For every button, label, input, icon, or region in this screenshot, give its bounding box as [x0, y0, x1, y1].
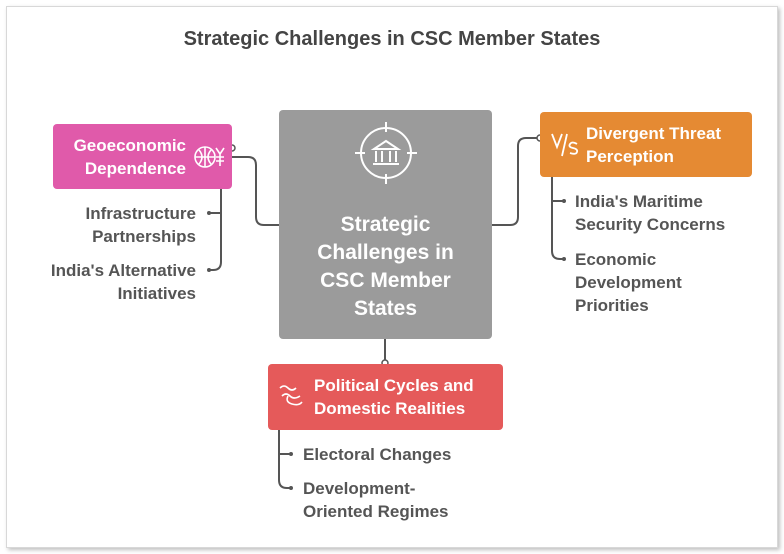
winding-path-icon	[279, 385, 303, 406]
versus-icon	[551, 133, 579, 157]
diagram-title: Strategic Challenges in CSC Member State…	[183, 28, 601, 50]
branch-geoeconomic-dependence: Geoeconomic Dependence	[53, 124, 232, 189]
left-item-lines	[209, 189, 222, 271]
center-label-line: Strategic	[340, 213, 431, 236]
center-label-line: Challenges in	[317, 241, 454, 264]
branch-label: Political Cycles and	[314, 376, 474, 395]
branch-political-cycles: Political Cycles and Domestic Realities	[268, 364, 503, 430]
connector-right	[492, 137, 540, 226]
branch-label: Domestic Realities	[314, 399, 466, 418]
list-item: Electoral Changes	[303, 445, 452, 464]
branch-label: Geoeconomic	[73, 136, 186, 155]
bank-target-icon	[355, 122, 417, 184]
center-label-line: CSC Member	[320, 269, 451, 292]
branch-label: Perception	[586, 147, 674, 166]
branch-label: Dependence	[84, 159, 186, 178]
right-item-lines	[551, 177, 564, 260]
bottom-item-lines	[278, 430, 291, 489]
center-label-line: States	[353, 297, 418, 320]
globe-yen-icon	[194, 146, 225, 168]
center-node: Strategic Challenges in CSC Member State…	[279, 110, 492, 339]
branch-label: Divergent Threat	[586, 124, 722, 143]
list-item: Development-Oriented Regimes	[303, 479, 449, 521]
connector-left	[232, 156, 279, 226]
branch-divergent-threat-perception: Divergent Threat Perception	[540, 112, 752, 177]
